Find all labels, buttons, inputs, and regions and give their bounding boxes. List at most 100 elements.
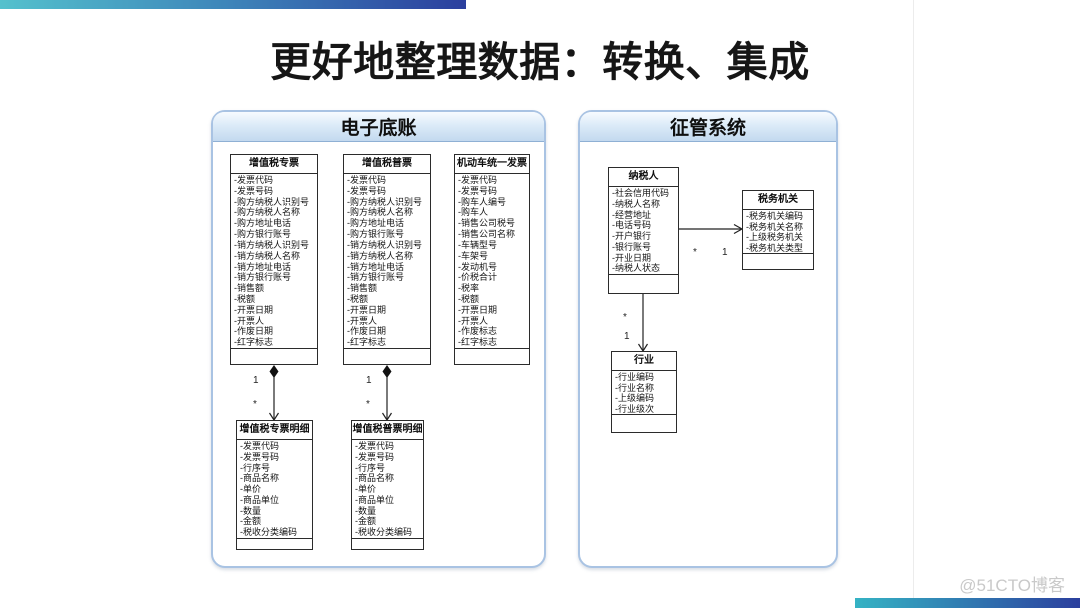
- multiplicity-label: 1: [624, 331, 630, 342]
- entity-field: -税务机关名称: [746, 221, 803, 232]
- entity-field: -税务机关编码: [746, 211, 803, 221]
- entity-operations-compartment: [231, 348, 317, 364]
- panel-electronic-ledger: 1*1* 增值税专票-发票代码-发票号码-购方纳税人识别号-购方纳税人名称-购方…: [211, 110, 546, 568]
- entity-field: -商品单位: [355, 494, 394, 505]
- entity-field: -单价: [355, 484, 376, 495]
- entity-field: -金额: [355, 516, 376, 527]
- entity-field: -价税合计: [458, 272, 497, 283]
- entity-attribute-list: -发票代码-发票号码-行序号-商品名称-单价-商品单位-数量-金额-税收分类编码: [352, 440, 423, 538]
- composition-diamond-icon: [269, 365, 279, 378]
- entity-field: -商品名称: [355, 473, 394, 484]
- multiplicity-label: *: [253, 399, 257, 410]
- multiplicity-label: 1: [253, 375, 259, 386]
- entity-field: -行业编码: [615, 372, 654, 382]
- entity-title: 增值税普票: [344, 155, 430, 174]
- entity-field: -购方纳税人识别号: [234, 196, 309, 207]
- slide-right-edge: [913, 0, 914, 608]
- entity-field: -红字标志: [234, 337, 273, 348]
- entity-field: -上级编码: [615, 393, 654, 403]
- entity-field: -开票日期: [458, 304, 497, 315]
- entity-field: -电话号码: [612, 220, 651, 231]
- slide-title: 更好地整理数据：转换、集成: [270, 39, 810, 85]
- entity-tax-authority: 税务机关-税务机关编码-税务机关名称-上级税务机关-税务机关类型: [742, 190, 814, 270]
- entity-operations-compartment: [344, 348, 430, 364]
- entity-field: -银行账号: [612, 241, 651, 252]
- entity-attribute-list: -发票代码-发票号码-行序号-商品名称-单价-商品单位-数量-金额-税收分类编码: [237, 440, 312, 538]
- entity-field: -单价: [240, 484, 261, 495]
- entity-field: -发票号码: [458, 185, 497, 196]
- connector-composition-v: 1*: [253, 365, 280, 422]
- entity-taxpayer: 纳税人-社会信用代码-纳税人名称-经营地址-电话号码-开户银行-银行账号-开业日…: [608, 167, 679, 294]
- entity-field: -发票代码: [240, 441, 279, 451]
- bottom-accent-bar: [855, 598, 1080, 608]
- entity-vat-general-invoice: 增值税普票-发票代码-发票号码-购方纳税人识别号-购方纳税人名称-购方地址电话-…: [343, 154, 431, 365]
- entity-field: -销售公司税号: [458, 218, 515, 229]
- entity-field: -车辆型号: [458, 239, 497, 250]
- entity-field: -购车人: [458, 207, 488, 218]
- entity-title: 机动车统一发票: [455, 155, 529, 174]
- entity-field: -行序号: [355, 462, 385, 473]
- entity-field: -销方纳税人识别号: [234, 239, 309, 250]
- entity-field: -税务机关类型: [746, 242, 803, 253]
- entity-attribute-list: -发票代码-发票号码-购方纳税人识别号-购方纳税人名称-购方地址电话-购方银行账…: [344, 174, 430, 348]
- composition-diamond-icon: [382, 365, 392, 378]
- connector-arrow-v: *1: [623, 294, 649, 353]
- connector-composition-v: 1*: [366, 365, 393, 422]
- panel-title-electronic-ledger: 电子底账: [340, 118, 417, 139]
- entity-field: -开票日期: [234, 304, 273, 315]
- entity-field: -销方银行账号: [347, 272, 404, 283]
- entity-attribute-list: -社会信用代码-纳税人名称-经营地址-电话号码-开户银行-银行账号-开业日期-纳…: [609, 187, 678, 274]
- entity-field: -购方纳税人识别号: [347, 196, 422, 207]
- arrowhead-down-icon: [381, 412, 393, 422]
- entity-field: -销方纳税人识别号: [347, 239, 422, 250]
- entity-field: -开票日期: [347, 304, 386, 315]
- entity-field: -发票号码: [347, 185, 386, 196]
- entity-field: -经营地址: [612, 209, 651, 220]
- entity-title: 增值税专票: [231, 155, 317, 174]
- entity-field: -数量: [240, 505, 261, 516]
- entity-field: -发票号码: [234, 185, 273, 196]
- entity-field: -发票代码: [234, 175, 273, 185]
- entity-field: -销方地址电话: [234, 261, 291, 272]
- entity-field: -购车人编号: [458, 196, 506, 207]
- multiplicity-label: 1: [722, 247, 728, 258]
- entity-field: -购方地址电话: [347, 218, 404, 229]
- entity-field: -发票代码: [355, 441, 394, 451]
- entity-field: -纳税人名称: [612, 198, 660, 209]
- watermark: @51CTO博客: [959, 576, 1065, 595]
- entity-field: -税率: [458, 283, 479, 294]
- entity-operations-compartment: [612, 414, 676, 432]
- entity-title: 纳税人: [609, 168, 678, 187]
- entity-field: -红字标志: [347, 337, 386, 348]
- panel-levy-system: *1*1 纳税人-社会信用代码-纳税人名称-经营地址-电话号码-开户银行-银行账…: [578, 110, 838, 568]
- entity-attribute-list: -行业编码-行业名称-上级编码-行业级次: [612, 371, 676, 414]
- panel-header-electronic-ledger: 电子底账: [213, 112, 544, 142]
- entity-field: -发动机号: [458, 261, 497, 272]
- entity-field: -发票代码: [458, 175, 497, 185]
- entity-attribute-list: -税务机关编码-税务机关名称-上级税务机关-税务机关类型: [743, 210, 813, 253]
- entity-field: -作废日期: [347, 326, 386, 337]
- entity-field: -销售额: [347, 283, 377, 294]
- multiplicity-label: *: [366, 399, 370, 410]
- entity-field: -购方纳税人名称: [234, 207, 300, 218]
- entity-field: -作废标志: [458, 326, 497, 337]
- entity-attribute-list: -发票代码-发票号码-购方纳税人识别号-购方纳税人名称-购方地址电话-购方银行账…: [231, 174, 317, 348]
- entity-title: 增值税专票明细: [237, 421, 312, 440]
- panel-title-levy-system: 征管系统: [669, 118, 746, 139]
- entity-field: -上级税务机关: [746, 232, 803, 242]
- entity-operations-compartment: [455, 348, 529, 364]
- entity-field: -开户银行: [612, 231, 651, 241]
- entity-operations-compartment: [743, 253, 813, 269]
- entity-title: 税务机关: [743, 191, 813, 210]
- entity-field: -购方地址电话: [234, 218, 291, 229]
- entity-field: -开业日期: [612, 252, 651, 263]
- entity-field: -行业级次: [615, 403, 654, 414]
- entity-field: -税额: [458, 293, 479, 304]
- entity-field: -发票号码: [240, 451, 279, 462]
- entity-operations-compartment: [352, 538, 423, 549]
- entity-field: -税收分类编码: [355, 527, 412, 538]
- entity-field: -纳税人状态: [612, 263, 660, 274]
- entity-field: -金额: [240, 516, 261, 527]
- entity-field: -销方纳税人名称: [347, 250, 413, 261]
- entity-industry: 行业-行业编码-行业名称-上级编码-行业级次: [611, 351, 677, 433]
